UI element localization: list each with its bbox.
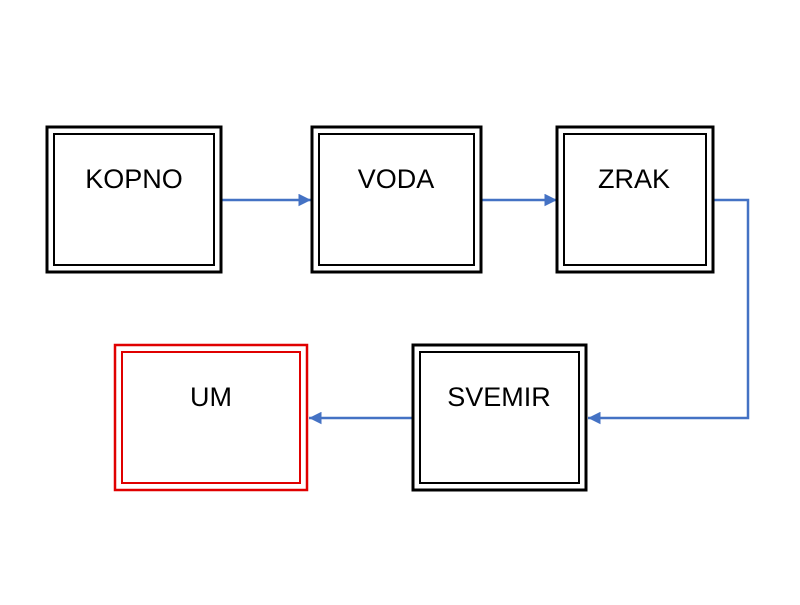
node-label-um: UM bbox=[190, 382, 232, 412]
node-voda: VODA bbox=[310, 125, 483, 274]
node-kopno: KOPNO bbox=[45, 125, 223, 274]
node-um: UM bbox=[113, 343, 309, 492]
node-label-svemir: SVEMIR bbox=[447, 382, 551, 412]
node-label-kopno: KOPNO bbox=[85, 164, 183, 194]
edge-zrak-svemir bbox=[588, 198, 750, 425]
node-zrak: ZRAK bbox=[555, 125, 715, 274]
connectors bbox=[221, 193, 750, 425]
node-label-zrak: ZRAK bbox=[598, 164, 670, 194]
node-svemir: SVEMIR bbox=[411, 343, 588, 492]
node-label-voda: VODA bbox=[358, 164, 435, 194]
